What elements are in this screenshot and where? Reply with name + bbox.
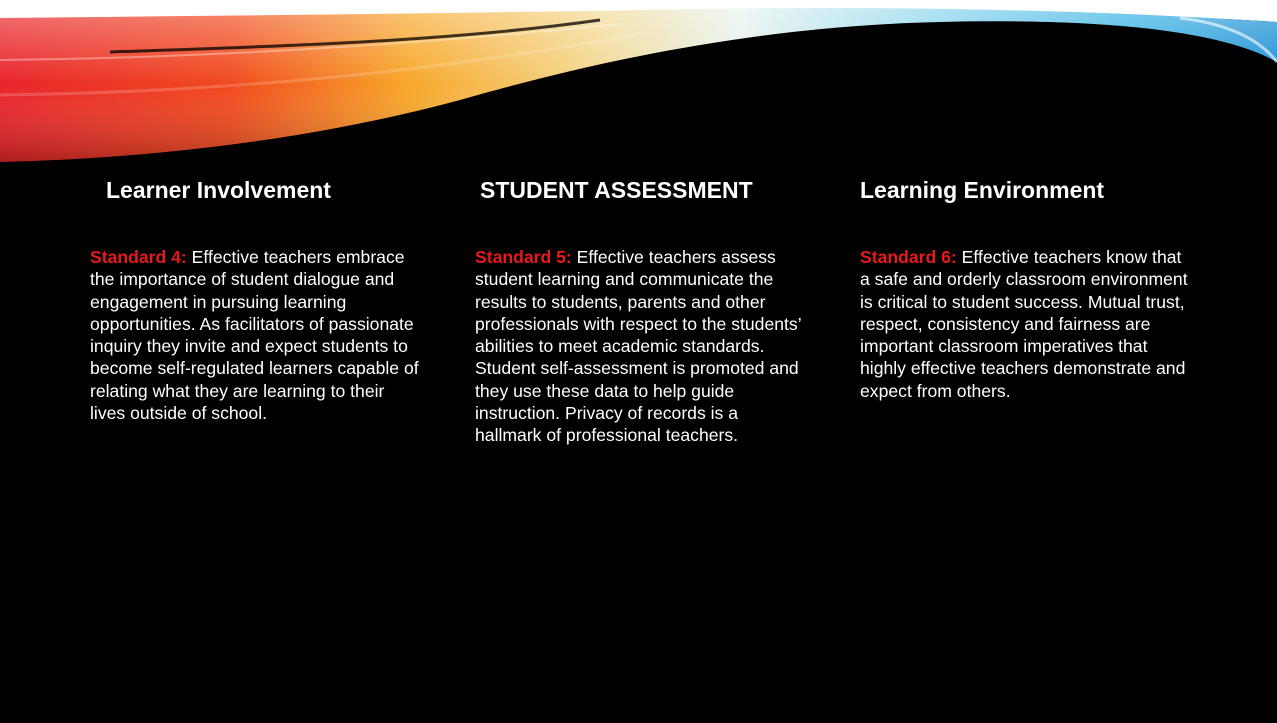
standard-text: Effective teachers know that a safe and … xyxy=(860,247,1188,401)
standard-label: Standard 4: xyxy=(90,247,187,267)
column-learner-involvement: Learner Involvement Standard 4: Effectiv… xyxy=(90,176,420,442)
column-heading: Learning Environment xyxy=(860,177,1105,203)
standard-text: Effective teachers embrace the importanc… xyxy=(90,247,419,424)
column-body: Standard 5: Effective teachers assess st… xyxy=(475,246,805,447)
column-body: Standard 6: Effective teachers know that… xyxy=(860,246,1190,402)
column-body: Standard 4: Effective teachers embrace t… xyxy=(90,246,420,424)
column-heading: STUDENT ASSESSMENT xyxy=(480,177,753,203)
standard-label: Standard 6: xyxy=(860,247,957,267)
standard-text: Effective teachers assess student learni… xyxy=(475,247,801,446)
standard-label: Standard 5: xyxy=(475,247,572,267)
column-learning-environment: Learning Environment Standard 6: Effecti… xyxy=(860,176,1190,420)
column-student-assessment: STUDENT ASSESSMENT Standard 5: Effective… xyxy=(475,176,805,464)
column-heading: Learner Involvement xyxy=(106,177,331,203)
